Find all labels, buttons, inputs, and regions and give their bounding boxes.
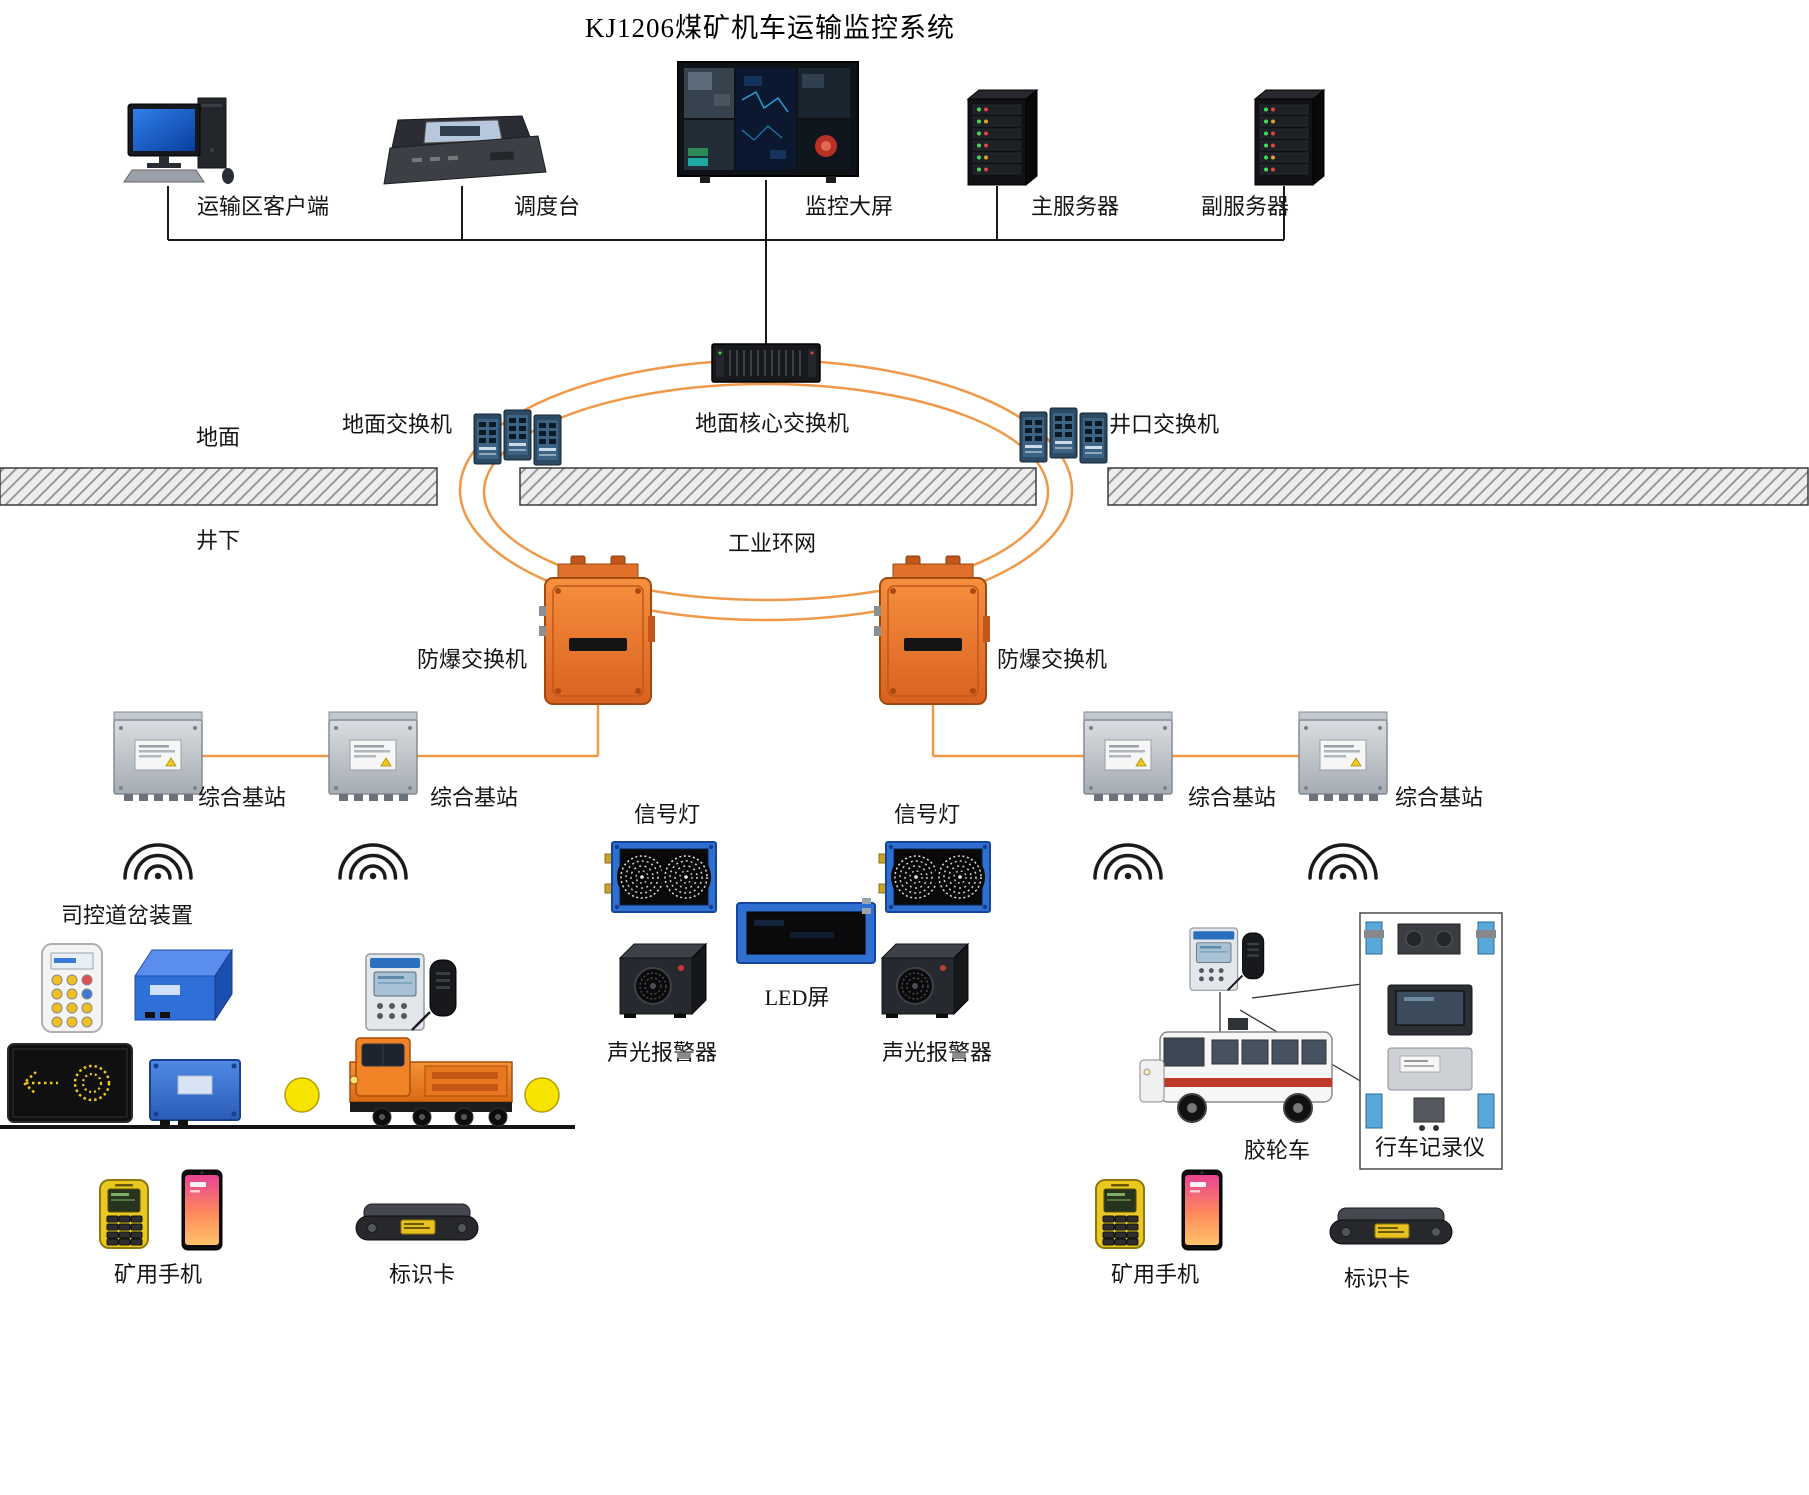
backup-server-device (1254, 89, 1325, 186)
signal-light-left (605, 842, 716, 912)
page-title: KJ1206煤矿机车运输监控系统 (584, 13, 956, 43)
label-base-station-2: 综合基站 (429, 785, 519, 810)
label-mine-phone-left: 矿用手机 (113, 1262, 203, 1287)
label-switch-control-device: 司控道岔装置 (60, 903, 194, 928)
label-explosion-switch-right: 防爆交换机 (996, 647, 1108, 672)
label-base-station-1: 综合基站 (197, 785, 287, 810)
label-backup-server: 副服务器 (1200, 194, 1290, 219)
label-recorder: 行车记录仪 (1374, 1135, 1486, 1160)
label-alarm-left: 声光报警器 (606, 1040, 718, 1065)
monitor-wall-device (677, 61, 859, 183)
label-id-card-right: 标识卡 (1343, 1266, 1411, 1291)
dispatch-console-device (383, 115, 547, 185)
label-led-screen: LED屏 (764, 985, 830, 1010)
label-ground-core-switch: 地面核心交换机 (694, 411, 850, 436)
label-id-card-left: 标识卡 (388, 1262, 456, 1287)
top-connection-lines (167, 180, 1285, 344)
id-card-right (1329, 1207, 1453, 1245)
label-signal-light-right: 信号灯 (893, 802, 961, 827)
label-mine-phone-right: 矿用手机 (1110, 1262, 1200, 1287)
label-signal-light-left: 信号灯 (633, 802, 701, 827)
label-alarm-right: 声光报警器 (881, 1040, 993, 1065)
dot-matrix-sign (7, 1043, 133, 1123)
smartphone-left (181, 1169, 223, 1251)
vehicle-communicator (1188, 926, 1265, 992)
wellhead-switch-device (1019, 407, 1108, 464)
label-base-station-4: 综合基站 (1394, 785, 1484, 810)
mine-phone-set-left (99, 1169, 223, 1251)
label-base-station-3: 综合基站 (1187, 785, 1277, 810)
transport-client-computer (123, 97, 234, 184)
label-ground-switch: 地面交换机 (341, 412, 453, 437)
wifi-signal-icon-1 (123, 843, 193, 881)
label-underground: 井下 (195, 528, 241, 553)
base-station-3 (1083, 711, 1173, 802)
label-vehicle: 胶轮车 (1243, 1138, 1311, 1163)
core-switch-rack (711, 343, 821, 383)
base-station-4 (1298, 711, 1388, 802)
electric-locomotive (349, 1037, 513, 1127)
base-station-1 (113, 711, 203, 802)
smartphone-right (1181, 1169, 1223, 1251)
signal-light-right (879, 842, 990, 912)
wifi-signal-icon-2 (338, 843, 408, 881)
rugged-phone-right (1095, 1179, 1145, 1249)
explosion-proof-switch-left (538, 555, 656, 705)
label-explosion-switch-left: 防爆交换机 (416, 647, 528, 672)
base-station-2 (328, 711, 418, 802)
explosion-proof-switch-right (873, 555, 991, 705)
label-ground: 地面 (195, 425, 241, 450)
wifi-signal-icon-3 (1093, 843, 1163, 881)
id-card-left (355, 1203, 479, 1241)
rubber-wheel-vehicle (1139, 1018, 1333, 1123)
led-screen-device (736, 898, 876, 964)
rugged-phone-left (99, 1179, 149, 1249)
sound-light-alarm-right (881, 943, 969, 1019)
ground-level-bars (0, 467, 1809, 506)
switch-machine-device (134, 948, 233, 1022)
label-wellhead-switch: 井口交换机 (1108, 412, 1220, 437)
wifi-signal-icon-4 (1308, 843, 1378, 881)
label-main-server: 主服务器 (1030, 194, 1120, 219)
junction-box-device (149, 1059, 241, 1126)
driving-recorder-panel (1359, 912, 1503, 1170)
ground-switch-device (473, 409, 562, 466)
label-transport-client: 运输区客户端 (196, 194, 330, 219)
sound-light-alarm-left (619, 943, 707, 1019)
rail-indicator-lights (284, 1077, 560, 1113)
locomotive-communicator (364, 952, 458, 1032)
switch-remote-control (41, 943, 103, 1033)
label-dispatch-console: 调度台 (513, 194, 581, 219)
label-industrial-ring: 工业环网 (727, 531, 817, 556)
main-server-device (967, 89, 1038, 186)
label-monitor-wall: 监控大屏 (804, 194, 894, 219)
mine-phone-set-right (1095, 1169, 1223, 1251)
